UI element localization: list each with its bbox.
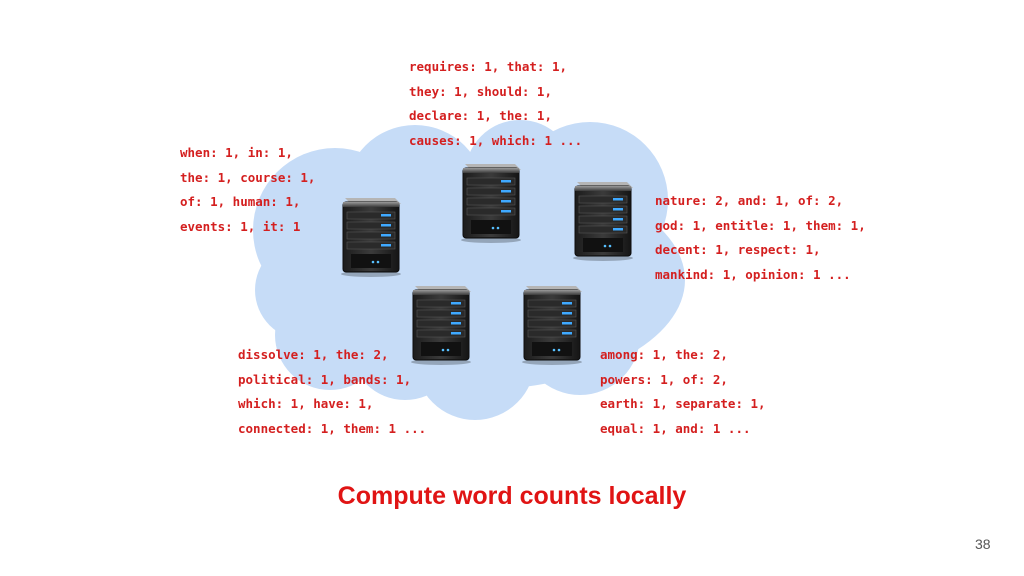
word-count-line: events: 1, it: 1 [180,218,301,234]
word-count-line: nature: 2, and: 1, of: 2, [655,193,844,208]
page-number: 38 [975,536,991,552]
slide-caption: Compute word counts locally [337,482,687,510]
word-count-line: god: 1, entitle: 1, them: 1, [655,217,866,233]
word-count-line: connected: 1, them: 1 ... [238,420,427,436]
word-count-block-bottom-right: among: 1, the: 2, powers: 1, of: 2, eart… [600,343,766,441]
word-count-block-bottom-left: dissolve: 1, the: 2, political: 1, bands… [238,343,426,441]
word-count-line: political: 1, bands: 1, [238,371,412,387]
word-count-line: decent: 1, respect: 1, [655,242,821,257]
word-count-line: among: 1, the: 2, [600,347,728,362]
word-count-line: declare: 1, the: 1, [409,108,552,123]
word-count-block-top: requires: 1, that: 1, they: 1, should: 1… [409,55,582,153]
word-count-line: of: 1, human: 1, [180,194,301,209]
word-count-line: the: 1, course: 1, [180,169,316,185]
word-count-line: equal: 1, and: 1 ... [600,420,751,436]
word-count-line: mankind: 1, opinion: 1 ... [655,266,851,282]
word-count-line: earth: 1, separate: 1, [600,396,766,411]
word-count-line: requires: 1, that: 1, [409,59,568,74]
word-count-line: causes: 1, which: 1 ... [409,132,583,148]
word-count-line: powers: 1, of: 2, [600,371,728,387]
word-count-line: when: 1, in: 1, [180,145,293,160]
server-icon [457,158,527,246]
word-count-line: which: 1, have: 1, [238,396,374,411]
server-icon [569,176,639,264]
word-count-block-right: nature: 2, and: 1, of: 2, god: 1, entitl… [655,189,866,287]
server-icon [407,280,477,368]
server-icon [337,192,407,280]
word-count-line: they: 1, should: 1, [409,83,552,99]
word-count-block-left: when: 1, in: 1, the: 1, course: 1, of: 1… [180,141,315,239]
word-count-line: dissolve: 1, the: 2, [238,347,389,362]
server-icon [518,280,588,368]
